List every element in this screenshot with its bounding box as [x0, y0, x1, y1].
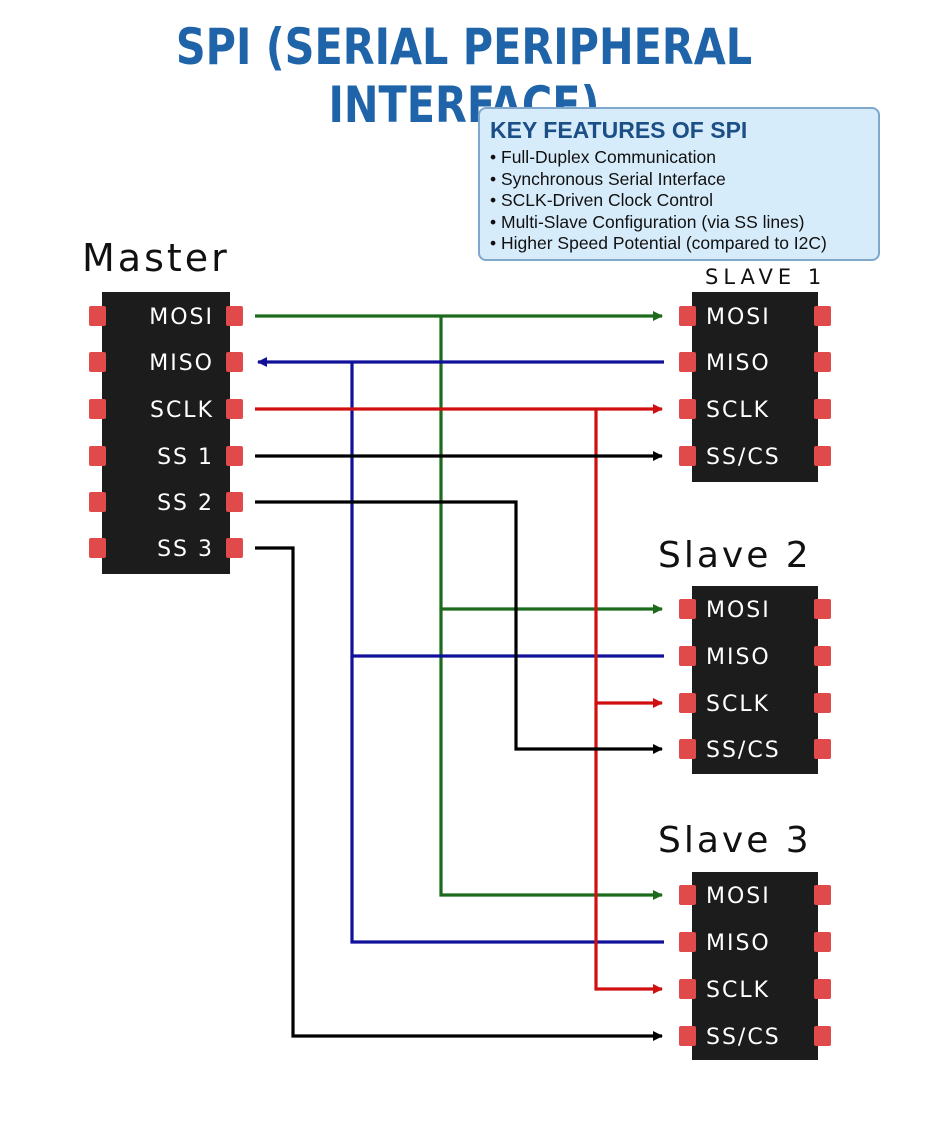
ss3-wire: [255, 546, 663, 1041]
sclk-wire-slave2: [594, 409, 663, 708]
slave2-pin-mosi: MOSI: [706, 598, 771, 623]
sclk-wire-slave3: [594, 703, 663, 994]
slave3-pin-sscs: SS/CS: [706, 1025, 781, 1050]
master-chip: MOSI MISO SCLK SS 1 SS 2 SS 3: [89, 292, 243, 574]
key-features-heading: KEY FEATURES OF SPI: [490, 117, 748, 143]
slave1-pin-sclk: SCLK: [706, 398, 770, 423]
slave3-pin-mosi: MOSI: [706, 884, 771, 909]
slave3-label: Slave 3: [658, 820, 812, 861]
key-features-box: KEY FEATURES OF SPI Full-Duplex Communic…: [478, 107, 880, 261]
page-title: SPI (SERIAL PERIPHERAL INTERFACE): [175, 18, 753, 134]
slave1-pin-sscs: SS/CS: [706, 445, 781, 470]
slave1-label: SLAVE 1: [705, 265, 827, 289]
slave2-pin-miso: MISO: [706, 645, 771, 670]
slave2-label: Slave 2: [658, 535, 812, 576]
master-pin-ss1: SS 1: [157, 445, 214, 470]
master-pin-ss3: SS 3: [157, 537, 214, 562]
feature-item: Full-Duplex Communication: [490, 147, 868, 169]
master-pin-miso: MISO: [149, 351, 214, 376]
slave3-chip: MOSI MISO SCLK SS/CS: [679, 872, 831, 1060]
ss2-wire: [255, 500, 663, 754]
master-pin-sclk: SCLK: [150, 398, 214, 423]
mosi-wire-slave3: [439, 609, 663, 900]
slave3-pin-sclk: SCLK: [706, 978, 770, 1003]
slave1-pin-mosi: MOSI: [706, 305, 771, 330]
slave2-pin-sscs: SS/CS: [706, 738, 781, 763]
master-label: Master: [82, 236, 230, 280]
feature-item: SCLK-Driven Clock Control: [490, 190, 868, 212]
feature-item: Multi-Slave Configuration (via SS lines): [490, 212, 868, 234]
key-features-list: Full-Duplex Communication Synchronous Se…: [490, 147, 868, 255]
mosi-wire-slave2: [439, 316, 663, 614]
miso-wire-slave3: [350, 656, 664, 944]
slave1-chip: MOSI MISO SCLK SS/CS: [679, 292, 831, 482]
master-pin-mosi: MOSI: [149, 305, 214, 330]
slave2-chip: MOSI MISO SCLK SS/CS: [679, 586, 831, 774]
slave3-pin-miso: MISO: [706, 931, 771, 956]
slave2-pin-sclk: SCLK: [706, 692, 770, 717]
feature-item: Synchronous Serial Interface: [490, 169, 868, 191]
feature-item: Higher Speed Potential (compared to I2C): [490, 233, 868, 255]
master-pin-ss2: SS 2: [157, 491, 214, 516]
slave1-pin-miso: MISO: [706, 351, 771, 376]
miso-wire-slave2: [350, 362, 664, 658]
